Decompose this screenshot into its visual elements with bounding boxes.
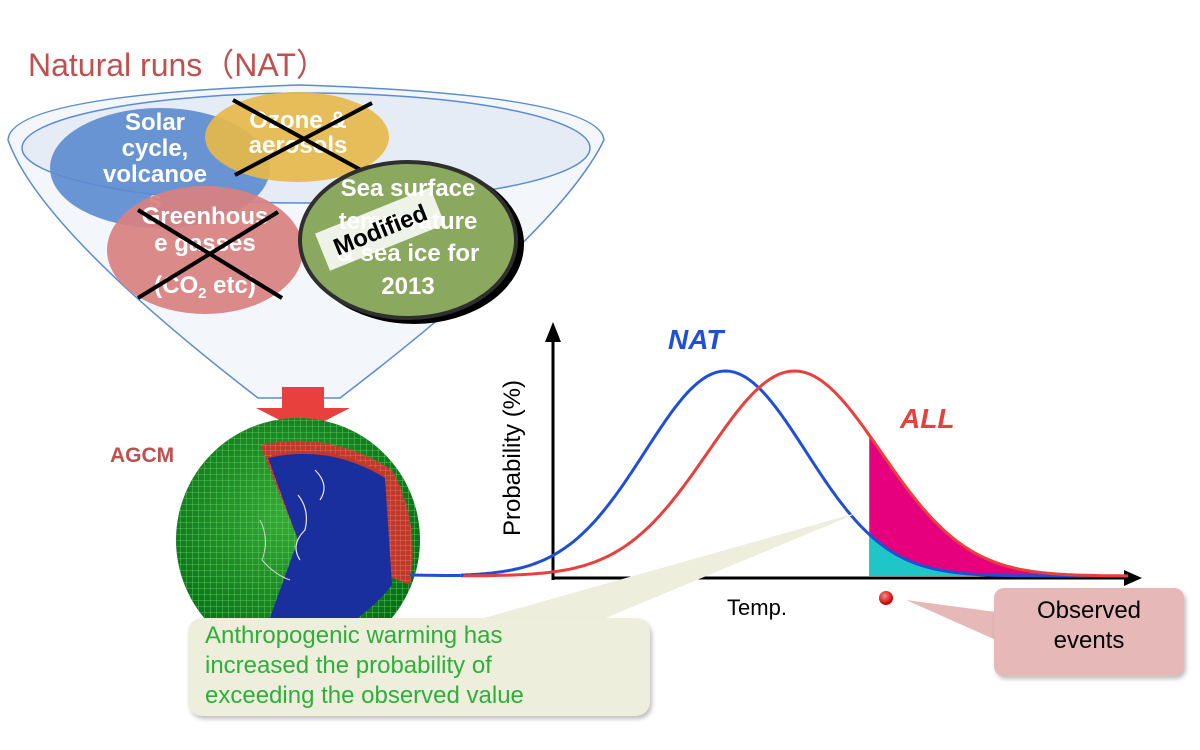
page-title: Natural runs（NAT） [28, 47, 328, 83]
nat-exceedance-area [869, 534, 1128, 576]
observed-event-marker [879, 591, 893, 605]
probability-callout [188, 618, 650, 716]
observed-events-callout [994, 588, 1184, 676]
all-exceedance-area [869, 435, 1128, 576]
y-axis-label: Probability (%) [499, 380, 526, 536]
all-series-label: ALL [899, 403, 954, 434]
callout-line: events [1053, 627, 1125, 654]
svg-text:Ozone &: Ozone & [249, 107, 346, 134]
greenhouse-gasses-bubble: Greenhous e gasses (CO2 etc) [107, 186, 303, 314]
svg-text:volcanoe: volcanoe [103, 161, 207, 188]
callout-line: exceeding the observed value [205, 682, 524, 709]
ozone-aerosols-bubble: Ozone & aerosols [205, 92, 389, 182]
svg-text:cycle,: cycle, [122, 135, 189, 162]
cross-mark-icon [136, 208, 284, 300]
callout-line: Observed [1036, 597, 1142, 624]
svg-text:2013: 2013 [381, 273, 434, 300]
agcm-label: AGCM [110, 444, 174, 467]
cross-mark-icon [232, 98, 373, 177]
observed-events-text: Observed events [994, 596, 1184, 656]
callout-pointer [470, 512, 860, 622]
observed-callout-pointer [906, 600, 996, 640]
globe-to-chart-connector [409, 573, 464, 578]
nat-curve [460, 369, 1128, 578]
globe-model [176, 418, 420, 662]
callout-line: Anthropogenic warming has [205, 622, 503, 649]
nat-series-label: NAT [668, 324, 726, 355]
all-curve [461, 369, 1128, 578]
sea-surface-temperature-bubble: Sea surface temperature & sea ice for 20… [298, 160, 524, 324]
callout-line: increased the probability of [205, 652, 492, 679]
svg-text:Solar: Solar [125, 109, 185, 136]
probability-callout-text: Anthropogenic warming has increased the … [205, 621, 645, 711]
chart-plot-area [409, 369, 1128, 578]
x-axis-label: Temp. [727, 595, 787, 620]
chart-axes [545, 322, 1142, 586]
